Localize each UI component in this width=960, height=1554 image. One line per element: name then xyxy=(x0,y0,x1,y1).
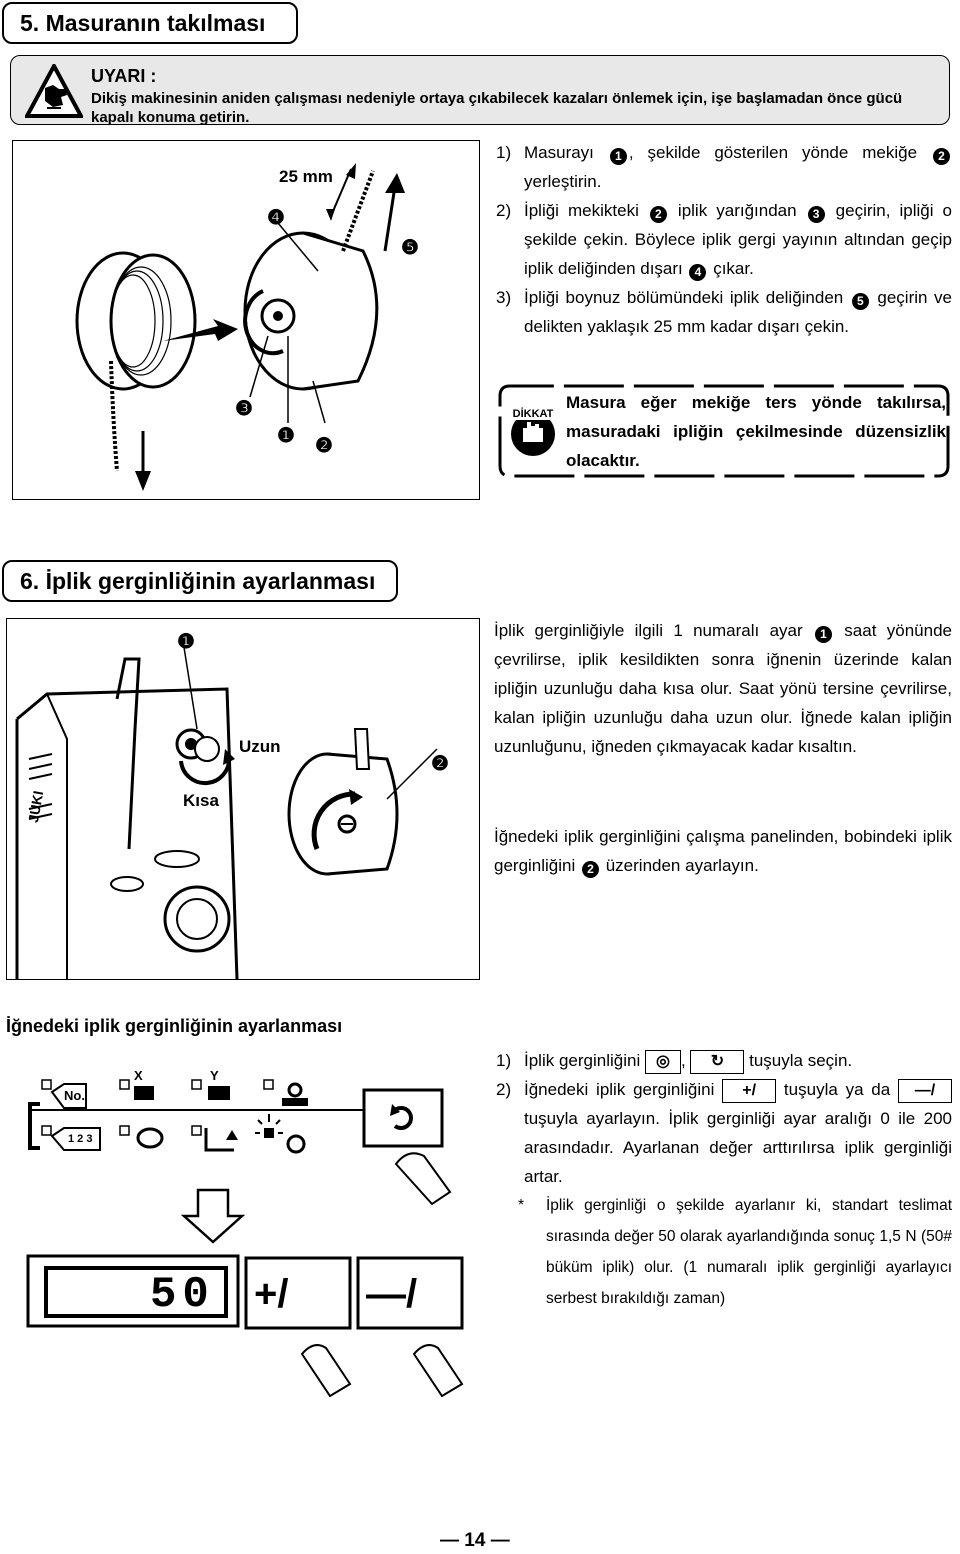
tension-plus-key[interactable]: +/ xyxy=(254,1272,289,1316)
marker-5: 5 xyxy=(851,293,869,310)
warning-text: Dikiş makinesinin aniden çalışması neden… xyxy=(91,90,903,126)
section6-paragraph-1: İplik gerginliğiyle ilgili 1 numaralı ay… xyxy=(494,621,952,756)
label-25mm: 25 mm xyxy=(279,167,333,186)
caution-frame xyxy=(498,384,950,478)
marker-4: 4 xyxy=(689,264,707,281)
machine-drawing xyxy=(15,640,438,979)
minus-key-inline[interactable]: —/ xyxy=(897,1078,952,1103)
label-n3: ❸ xyxy=(235,398,253,420)
svg-text:DİKKAT: DİKKAT xyxy=(513,407,554,420)
section5-title: 5. Masuranın takılması xyxy=(2,2,298,44)
bobbin-case-drawing xyxy=(75,163,405,491)
bobbin-insertion-figure: 25 mm ❹ ❺ ❸ ❶ ❷ xyxy=(12,140,480,500)
caution-hand-icon: DİKKAT xyxy=(510,406,556,456)
needle-step-1: 1) İplik gerginliğini ◎, ↻ tuşuyla seçin… xyxy=(496,1046,952,1075)
label-n5: ❺ xyxy=(401,237,419,259)
label-n2: ❷ xyxy=(315,435,333,457)
caution-text: Masura eğer mekiğe ters yönde takılırsa,… xyxy=(566,393,946,470)
label-n1: ❶ xyxy=(277,425,295,447)
label-uzun: Uzun xyxy=(239,737,281,756)
needle-step-2: 2) İğnedeki iplik gerginliğini +/ tuşuyl… xyxy=(496,1078,952,1186)
marker-2: 2 xyxy=(582,861,599,878)
section6-paragraph-2: İğnedeki iplik gerginliğini çalışma pane… xyxy=(494,827,952,878)
needle-tension-heading: İğnedeki iplik gerginliğinin ayarlanması xyxy=(6,1016,343,1036)
panel-123-label: 1 2 3 xyxy=(68,1133,93,1145)
label-n1: ❶ xyxy=(177,631,195,653)
needle-steps: 1) İplik gerginliğini ◎, ↻ tuşuyla seçin… xyxy=(496,1046,952,1191)
plus-key-inline[interactable]: +/ xyxy=(722,1078,777,1103)
label-kisa: Kısa xyxy=(183,791,219,810)
marker-1: 1 xyxy=(609,148,627,165)
panel-y-label: Y xyxy=(210,1068,219,1083)
marker-3: 3 xyxy=(807,206,825,223)
panel-no-label: No. xyxy=(64,1088,85,1103)
caution-box: DİKKAT Masura eğer mekiğe ters yönde tak… xyxy=(496,382,952,480)
tension-select-key[interactable]: ◎ xyxy=(644,1049,681,1074)
label-n2: ❷ xyxy=(431,753,449,775)
panel-x-label: X xyxy=(134,1068,143,1083)
page-number: — 14 — xyxy=(440,1530,510,1551)
needle-note: * İplik gerginliği o şekilde ayarlanır k… xyxy=(518,1197,952,1307)
warning-heading: UYARI : xyxy=(91,66,157,86)
control-panel-figure: No. 1 2 3 X Y 50 +/ —/ xyxy=(20,1064,480,1404)
marker-2: 2 xyxy=(933,148,950,165)
step-3: 3) İpliği boynuz bölümündeki iplik deliğ… xyxy=(496,288,952,336)
control-panel-drawing xyxy=(26,1079,464,1398)
thread-tension-figure: ❶ ❷ Uzun Kısa JUKI xyxy=(6,618,480,980)
section5-steps: 1) Masurayı 1, şekilde gösterilen yönde … xyxy=(496,138,952,341)
marker-2: 2 xyxy=(649,206,667,223)
tension-display-value: 50 xyxy=(150,1270,215,1320)
marker-1: 1 xyxy=(814,626,832,643)
warning-box: UYARI : Dikiş makinesinin aniden çalışma… xyxy=(10,55,950,126)
step-2: 2) İpliği mekikteki 2 iplik yarığından 3… xyxy=(496,201,952,281)
hand-warning-icon xyxy=(25,64,83,118)
tension-minus-key[interactable]: —/ xyxy=(366,1272,418,1316)
step-1: 1) Masurayı 1, şekilde gösterilen yönde … xyxy=(496,138,952,196)
refresh-key[interactable]: ↻ xyxy=(690,1049,745,1074)
section6-title: 6. İplik gerginliğinin ayarlanması xyxy=(2,560,398,602)
label-n4: ❹ xyxy=(267,207,285,229)
